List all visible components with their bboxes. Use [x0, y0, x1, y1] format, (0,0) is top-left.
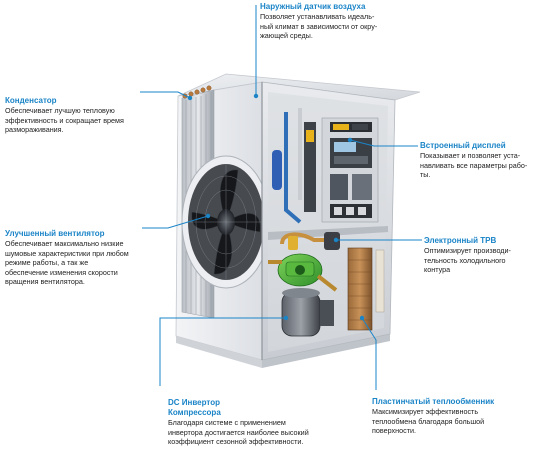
- callout-trv: Электронный ТРВ Оптимизирует производи- …: [424, 236, 540, 275]
- callout-air-sensor: Наружный датчик воздуха Позволяет устана…: [260, 2, 420, 41]
- circulation-pump: [268, 253, 338, 292]
- leader-display: [349, 139, 418, 147]
- exchanger-title: Пластинчатый теплообменник: [372, 397, 495, 406]
- air-sensor-title: Наружный датчик воздуха: [260, 2, 366, 11]
- dot-fan: [205, 213, 211, 219]
- electronic-trv: [280, 232, 340, 250]
- dot-condenser: [187, 95, 193, 101]
- compressor-title: DC Инвертор Компрессора: [168, 398, 221, 417]
- plate-heat-exchanger: [347, 247, 385, 331]
- compressor: [281, 288, 334, 337]
- leader-fan: [142, 215, 209, 229]
- leader-compressor: [159, 317, 286, 386]
- callout-display: Встроенный дисплей Показывает и позволяе…: [420, 141, 540, 180]
- refrigerant-piping: [272, 108, 316, 224]
- condenser-title: Конденсатор: [5, 96, 57, 105]
- dot-trv: [333, 237, 339, 243]
- dot-exchanger: [359, 315, 365, 321]
- dot-air-sensor: [253, 93, 259, 99]
- leader-condenser: [140, 91, 191, 99]
- trv-title: Электронный ТРВ: [424, 236, 497, 245]
- callout-exchanger: Пластинчатый теплообменник Максимизирует…: [372, 397, 537, 436]
- leader-lines: [140, 5, 422, 390]
- condenser-desc: Обеспечивает лучшую тепловую эффективнос…: [5, 106, 124, 135]
- callout-compressor: DC Инвертор Компрессора Благодаря систем…: [168, 398, 358, 447]
- dot-compressor: [283, 315, 289, 321]
- fan-desc: Обеспечивает максимально низкие шумовые …: [5, 239, 129, 287]
- callout-fan: Улучшенный вентилятор Обеспечивает макси…: [5, 229, 165, 287]
- display-panel: [321, 117, 379, 223]
- leader-exchanger: [361, 317, 377, 390]
- dot-display: [347, 137, 353, 143]
- fan-title: Улучшенный вентилятор: [5, 229, 105, 238]
- display-desc: Показывает и позволяет уста- навливать в…: [420, 151, 528, 180]
- fan: [181, 155, 271, 289]
- exchanger-desc: Максимизирует эффективность теплообмена …: [372, 407, 485, 436]
- display-title: Встроенный дисплей: [420, 141, 506, 150]
- compressor-desc: Благодаря системе с применением инвертор…: [168, 418, 309, 447]
- air-sensor-desc: Позволяет устанавливать идеаль- ный клим…: [260, 12, 378, 41]
- trv-desc: Оптимизирует производи- тельность холоди…: [424, 246, 511, 275]
- callout-condenser: Конденсатор Обеспечивает лучшую тепловую…: [5, 96, 165, 135]
- leader-dots: [187, 93, 365, 321]
